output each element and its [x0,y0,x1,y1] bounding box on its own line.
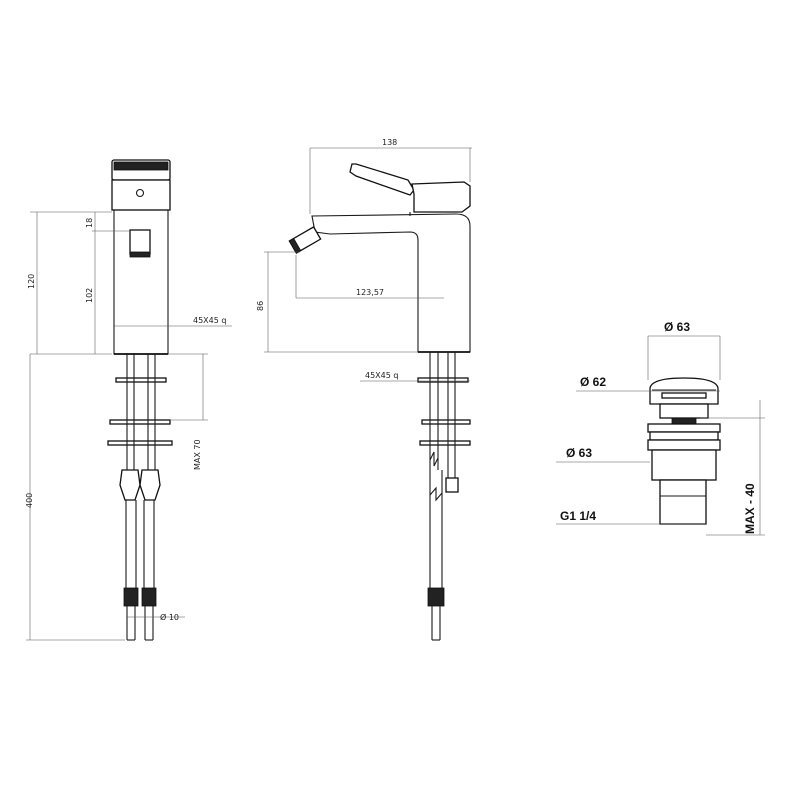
dim-cap-height: 18 [85,218,94,228]
dim-side-section: 45X45 q [365,371,398,380]
dim-reach: 123,57 [356,288,384,297]
side-hose-nut [427,587,445,607]
side-faucet-body [311,213,471,353]
waste-collar [659,403,709,419]
front-fixing-plate-1 [115,377,167,383]
dim-waste-body-diameter: Ø 63 [566,446,592,460]
waste-view: Ø 63 Ø 62 Ø 63 G1 1/4 MAX - 40 [556,320,765,536]
dim-body-height: 102 [85,288,94,303]
dim-front-section: 45X45 q [193,316,226,325]
dim-waste-thread: G1 1/4 [560,509,596,523]
dim-max-70: MAX 70 [193,439,202,470]
front-hose-nut-right [141,587,157,607]
front-handle-body [111,179,171,211]
dim-spout-height: 86 [256,301,265,311]
dim-waste-max: MAX - 40 [743,483,757,534]
front-hose-nut-left [123,587,139,607]
side-fixing-plate-2 [421,419,471,425]
front-fixing-plate-2 [109,419,171,425]
dim-hose-diameter: Ø 10 [160,612,179,622]
side-view: 138 123,57 86 45X45 q [256,138,472,641]
front-fixing-plate-3 [107,440,173,446]
dim-total-height: 120 [27,274,36,289]
side-flex-hose [429,470,443,588]
front-aerator [129,229,151,255]
front-view: 120 18 102 45X45 q 400 MAX 70 Ø 10 [25,159,232,641]
side-aerator [288,226,322,254]
front-hose-connector-left [119,469,141,501]
waste-thread [659,479,707,525]
waste-body [647,423,721,433]
front-flex-hoses [125,500,155,588]
dim-flex-hose-length: 400 [25,493,34,508]
side-handle-cap [411,181,471,213]
side-fixing-plate-1 [417,377,469,383]
dim-waste-cap-diameter: Ø 62 [580,375,606,389]
dim-waste-top-diameter: Ø 63 [664,320,690,334]
front-hose-connector-right [139,469,161,501]
side-lever [349,163,415,196]
dim-width: 138 [382,138,397,147]
side-fixing-plate-3 [419,440,471,446]
